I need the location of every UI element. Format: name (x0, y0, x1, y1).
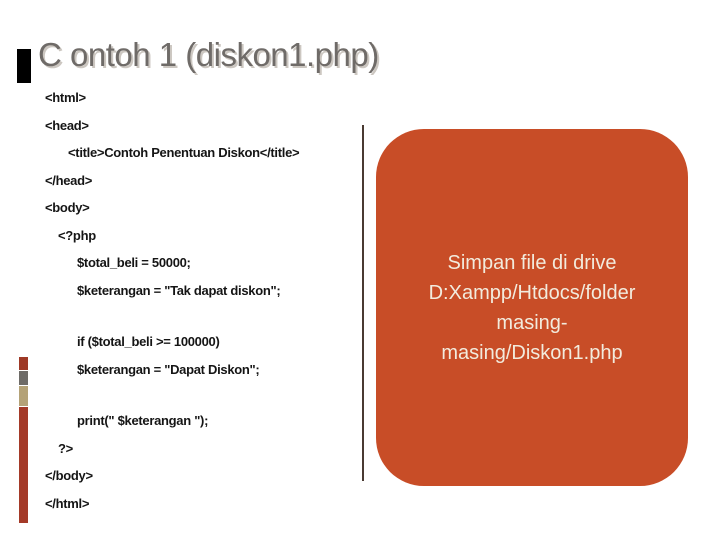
code-line: $keterangan = "Tak dapat diskon"; (77, 282, 281, 298)
code-line: </head> (45, 172, 93, 188)
accent-square-gray (19, 371, 28, 385)
code-line: $keterangan = "Dapat Diskon"; (77, 361, 260, 377)
accent-bar (19, 357, 28, 523)
note-line: D:Xampp/Htdocs/folder (428, 281, 636, 304)
code-line: <html> (45, 90, 86, 105)
code-line: <head> (45, 117, 89, 133)
vertical-divider (362, 125, 364, 481)
code-line: $total_beli = 50000; (77, 255, 191, 270)
slide-title: C ontoh 1 (diskon1.php) (38, 36, 379, 73)
accent-bar-red (19, 407, 28, 523)
code-line: </html> (45, 495, 90, 511)
code-line: <title>Contoh Penentuan Diskon</title> (68, 145, 300, 160)
note-line: masing/Diskon1.php (441, 341, 623, 364)
code-line: if ($total_beli >= 100000) (77, 334, 220, 349)
accent-square-tan (19, 386, 28, 406)
code-line: ?> (58, 440, 73, 456)
code-line: print(" $keterangan "); (77, 413, 209, 428)
code-line: <?php (58, 227, 96, 243)
title-bullet (17, 49, 31, 83)
note-line: masing- (496, 311, 568, 334)
note-box: Simpan file di drive D:Xampp/Htdocs/fold… (376, 129, 688, 486)
code-line: <body> (45, 200, 90, 215)
accent-square-maroon (19, 357, 28, 370)
code-line: </body> (45, 468, 93, 483)
note-line: Simpan file di drive (447, 251, 617, 274)
code-block: <html> <head> <title>Contoh Penentuan Di… (45, 84, 361, 517)
